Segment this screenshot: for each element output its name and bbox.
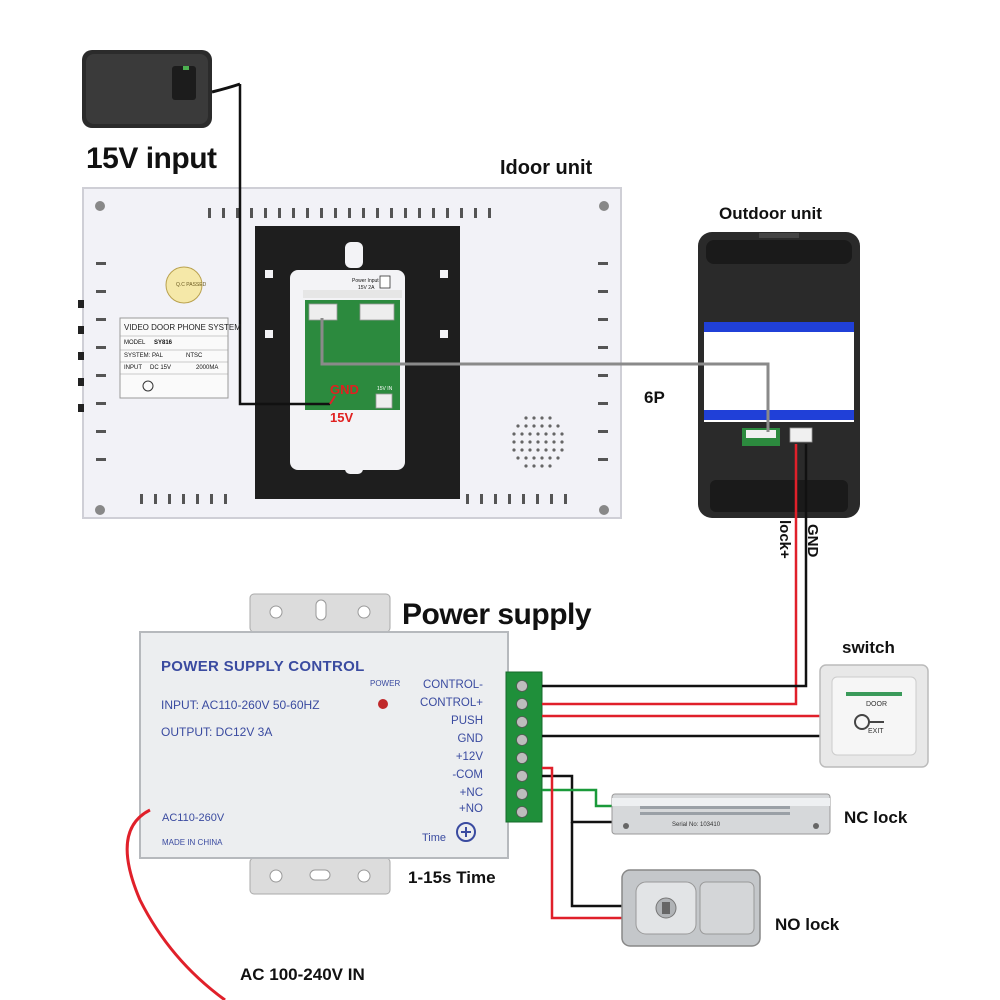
power-input-label: Power Input <box>352 278 379 284</box>
terminal-com: -COM <box>452 769 483 781</box>
terminal-block <box>505 671 543 823</box>
terminal-gnd: GND <box>457 733 483 745</box>
no-lock <box>621 869 761 947</box>
power-supply-label: Power supply <box>402 598 592 631</box>
sticker-input-value: DC 15V <box>150 365 172 371</box>
adapter-cable <box>238 84 330 406</box>
nc-lock-label: NC lock <box>844 808 908 827</box>
gnd-indoor-label: GND <box>330 382 359 397</box>
exit-switch <box>819 664 929 768</box>
qc-sticker-text: Q.C PASSED <box>176 282 207 288</box>
terminal-control-minus: CONTROL- <box>422 679 483 691</box>
no-lock-label: NO lock <box>775 915 840 934</box>
terminal-push: PUSH <box>451 715 483 727</box>
sticker-current-value: 2000MA <box>196 365 219 371</box>
psu-made-in: MADE IN CHINA <box>162 838 223 847</box>
wires <box>542 444 820 920</box>
terminal-control-plus: CONTROL+ <box>420 697 483 709</box>
psu-input: INPUT: AC110-260V 50-60HZ <box>161 698 320 712</box>
power-input-spec: 15V 2A <box>358 285 375 291</box>
psu-power-led-label: POWER <box>370 679 401 688</box>
psu-title: POWER SUPPLY CONTROL <box>161 658 365 675</box>
lock-plus-label: lock+ <box>776 520 793 559</box>
sticker-model-label: MODEL <box>124 340 146 346</box>
board-spec: 15V IN <box>377 386 393 392</box>
ac-in-label: AC 100-240V IN <box>240 965 365 984</box>
psu-time-label: Time <box>422 832 447 844</box>
six-pin-label: 6P <box>644 388 665 407</box>
terminal-no: +NO <box>459 803 483 815</box>
outdoor-unit-label: Outdoor unit <box>719 204 822 223</box>
psu-output: OUTPUT: DC12V 3A <box>161 725 273 739</box>
indoor-unit-label: Idoor unit <box>500 157 593 179</box>
terminal-nc: +NC <box>459 787 483 799</box>
sticker-title: VIDEO DOOR PHONE SYSTEM <box>124 323 241 332</box>
sticker-system-label: SYSTEM: PAL <box>124 353 163 359</box>
v15-indoor-label: 15V <box>330 410 354 425</box>
psu-ac-label: AC110-260V <box>162 812 225 824</box>
input-15v-label: 15V input <box>86 142 217 175</box>
power-adapter <box>82 50 241 128</box>
nc-lock-serial: Serial No: 103410 <box>672 822 721 828</box>
gnd-outdoor-label: GND <box>804 524 821 558</box>
sticker-system-alt: NTSC <box>186 353 203 359</box>
ac-input-cable <box>125 808 226 1000</box>
sticker-input-label: INPUT <box>124 365 142 371</box>
sticker-model-value: SY816 <box>154 340 173 346</box>
switch-exit-text: EXIT <box>868 728 884 735</box>
switch-door-text: DOOR <box>866 701 887 708</box>
time-range-label: 1-15s Time <box>408 868 496 887</box>
terminal-12v: +12V <box>455 751 483 763</box>
power-supply-box <box>139 593 509 895</box>
outdoor-unit <box>698 232 860 518</box>
switch-label: switch <box>842 638 895 657</box>
six-pin-cable <box>320 318 770 432</box>
nc-lock <box>611 793 831 835</box>
